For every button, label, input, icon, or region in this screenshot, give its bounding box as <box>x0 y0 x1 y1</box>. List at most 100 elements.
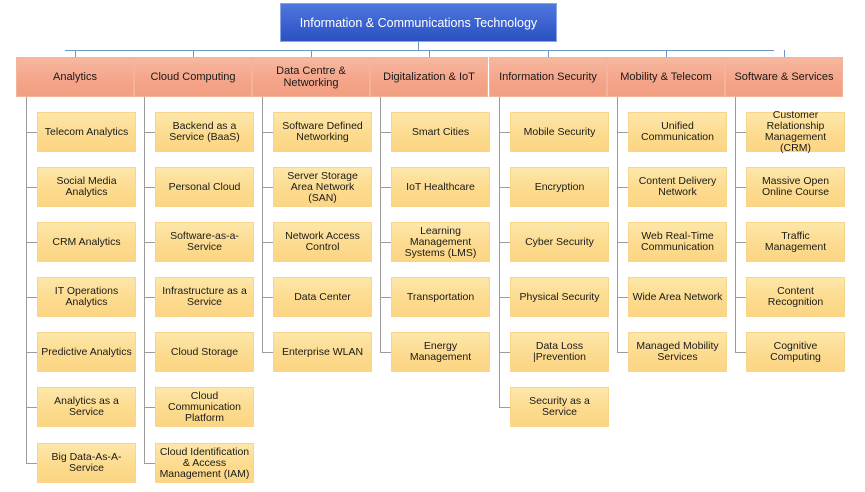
child-node-massive-open-online-course: Massive Open Online Course <box>746 167 845 207</box>
child-connector <box>144 187 155 188</box>
child-node-label: Transportation <box>406 290 475 303</box>
child-node-label: Server Storage Area Network (SAN) <box>287 169 358 204</box>
child-connector <box>144 352 155 353</box>
child-node-server-storage-area-network-san: Server Storage Area Network (SAN) <box>273 167 372 207</box>
child-node-data-loss-prevention: Data Loss |Prevention <box>510 332 609 372</box>
child-node-label: Customer Relationship Management (CRM) <box>764 109 827 154</box>
category-cloud-computing: Cloud Computing <box>134 57 252 97</box>
category-bus-line <box>65 50 774 51</box>
child-connector <box>617 242 628 243</box>
root-node-label: Information & Communications Technology <box>299 15 538 30</box>
child-connector <box>262 352 273 353</box>
child-node-learning-management-systems-lms: Learning Management Systems (LMS) <box>391 222 490 262</box>
child-node-backend-as-a-service-baas: Backend as a Service (BaaS) <box>155 112 254 152</box>
child-connector <box>262 242 273 243</box>
child-node-label: Massive Open Online Course <box>761 175 830 198</box>
child-connector <box>144 297 155 298</box>
child-node-label: Telecom Analytics <box>44 125 129 138</box>
child-connector <box>26 132 37 133</box>
child-node-software-as-a-service: Software-as-a-Service <box>155 222 254 262</box>
child-node-web-real-time-communication: Web Real-Time Communication <box>628 222 727 262</box>
category-label: Data Centre & Networking <box>276 65 346 89</box>
category-connector-digitalization-iot <box>429 50 430 57</box>
child-node-label: Cloud Storage <box>170 345 239 358</box>
child-node-software-defined-networking: Software Defined Networking <box>273 112 372 152</box>
child-connector <box>262 187 273 188</box>
child-node-iot-healthcare: IoT Healthcare <box>391 167 490 207</box>
child-connector <box>26 352 37 353</box>
child-node-label: Security as a Service <box>529 395 590 418</box>
child-connector <box>144 132 155 133</box>
child-node-cloud-storage: Cloud Storage <box>155 332 254 372</box>
category-connector-cloud-computing <box>193 50 194 57</box>
children-spine-information-security <box>499 97 500 407</box>
category-digitalization-iot: Digitalization & IoT <box>370 57 488 97</box>
child-connector <box>26 187 37 188</box>
child-node-label: Managed Mobility Services <box>636 340 719 363</box>
category-connector-data-centre-networking <box>311 50 312 57</box>
category-connector-information-security <box>548 50 549 57</box>
category-analytics: Analytics <box>16 57 134 97</box>
child-connector <box>617 187 628 188</box>
child-node-label: Energy Management <box>409 340 472 363</box>
child-node-transportation: Transportation <box>391 277 490 317</box>
children-spine-mobility-telecom <box>617 97 618 352</box>
child-node-label: Software-as-a-Service <box>170 230 239 253</box>
children-spine-analytics <box>26 97 27 463</box>
child-connector <box>144 407 155 408</box>
child-connector <box>735 132 746 133</box>
category-connector-mobility-telecom <box>666 50 667 57</box>
category-mobility-telecom: Mobility & Telecom <box>607 57 725 97</box>
children-spine-digitalization-iot <box>380 97 381 352</box>
child-node-label: Cloud Communication Platform <box>168 389 241 424</box>
child-node-cloud-identification-access-management-iam: Cloud Identification & Access Management… <box>155 443 254 483</box>
child-node-label: Enterprise WLAN <box>281 345 364 358</box>
child-connector <box>735 187 746 188</box>
child-node-enterprise-wlan: Enterprise WLAN <box>273 332 372 372</box>
child-node-label: Content Delivery Network <box>638 175 717 198</box>
child-node-traffic-management: Traffic Management <box>746 222 845 262</box>
child-node-analytics-as-a-service: Analytics as a Service <box>37 387 136 427</box>
child-node-predictive-analytics: Predictive Analytics <box>37 332 136 372</box>
child-node-wide-area-network: Wide Area Network <box>628 277 727 317</box>
child-node-label: Traffic Management <box>764 230 827 253</box>
child-node-label: Data Center <box>294 290 351 303</box>
child-connector <box>499 407 510 408</box>
child-node-label: Backend as a Service (BaaS) <box>169 120 240 143</box>
child-node-label: Cloud Identification & Access Management… <box>159 445 250 480</box>
child-node-label: Web Real-Time Communication <box>641 230 714 253</box>
child-node-customer-relationship-management-crm: Customer Relationship Management (CRM) <box>746 109 845 154</box>
child-node-big-data-as-a-service: Big Data-As-A-Service <box>37 443 136 483</box>
child-node-it-operations-analytics: IT Operations Analytics <box>37 277 136 317</box>
child-connector <box>262 132 273 133</box>
category-label: Information Security <box>499 71 597 83</box>
child-node-crm-analytics: CRM Analytics <box>37 222 136 262</box>
child-connector <box>617 132 628 133</box>
child-node-label: CRM Analytics <box>52 235 121 248</box>
child-connector <box>380 297 391 298</box>
child-node-telecom-analytics: Telecom Analytics <box>37 112 136 152</box>
child-connector <box>617 297 628 298</box>
category-software-services: Software & Services <box>725 57 843 97</box>
child-node-content-delivery-network: Content Delivery Network <box>628 167 727 207</box>
child-node-smart-cities: Smart Cities <box>391 112 490 152</box>
category-information-security: Information Security <box>489 57 607 97</box>
child-connector <box>26 463 37 464</box>
category-connector-analytics <box>75 50 76 57</box>
child-node-unified-communication: Unified Communication <box>628 112 727 152</box>
child-node-infrastructure-as-a-service: Infrastructure as a Service <box>155 277 254 317</box>
child-node-label: Mobile Security <box>523 125 596 138</box>
children-spine-cloud-computing <box>144 97 145 463</box>
child-node-label: IoT Healthcare <box>406 180 475 193</box>
child-node-cognitive-computing: Cognitive Computing <box>746 332 845 372</box>
child-connector <box>380 242 391 243</box>
child-connector <box>380 187 391 188</box>
child-node-label: Analytics as a Service <box>54 395 119 418</box>
child-node-cyber-security: Cyber Security <box>510 222 609 262</box>
category-label: Software & Services <box>734 71 834 83</box>
child-node-label: Unified Communication <box>641 120 714 143</box>
category-label: Digitalization & IoT <box>383 71 475 83</box>
child-node-label: Big Data-As-A-Service <box>51 451 122 474</box>
child-connector <box>499 132 510 133</box>
